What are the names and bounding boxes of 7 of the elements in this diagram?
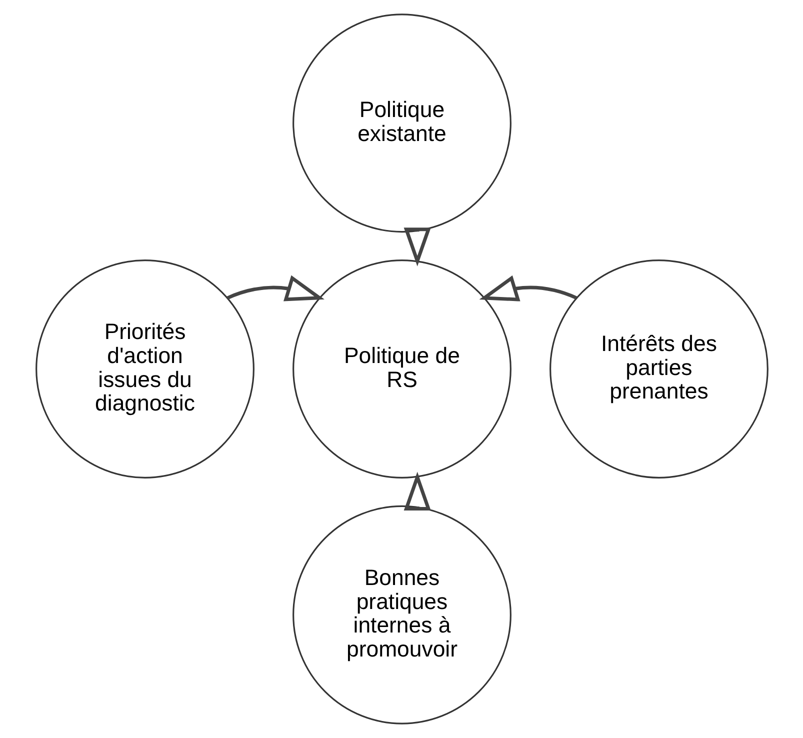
arrow bbox=[403, 472, 430, 511]
arrow bbox=[226, 275, 324, 302]
arrow bbox=[478, 275, 577, 302]
node-circle: Politique de RS bbox=[292, 260, 511, 478]
node-circle: Intérêts des parties prenantes bbox=[549, 260, 768, 478]
node-circle: Priorités d'action issues du diagnostic bbox=[35, 260, 254, 478]
arrow bbox=[403, 228, 430, 266]
